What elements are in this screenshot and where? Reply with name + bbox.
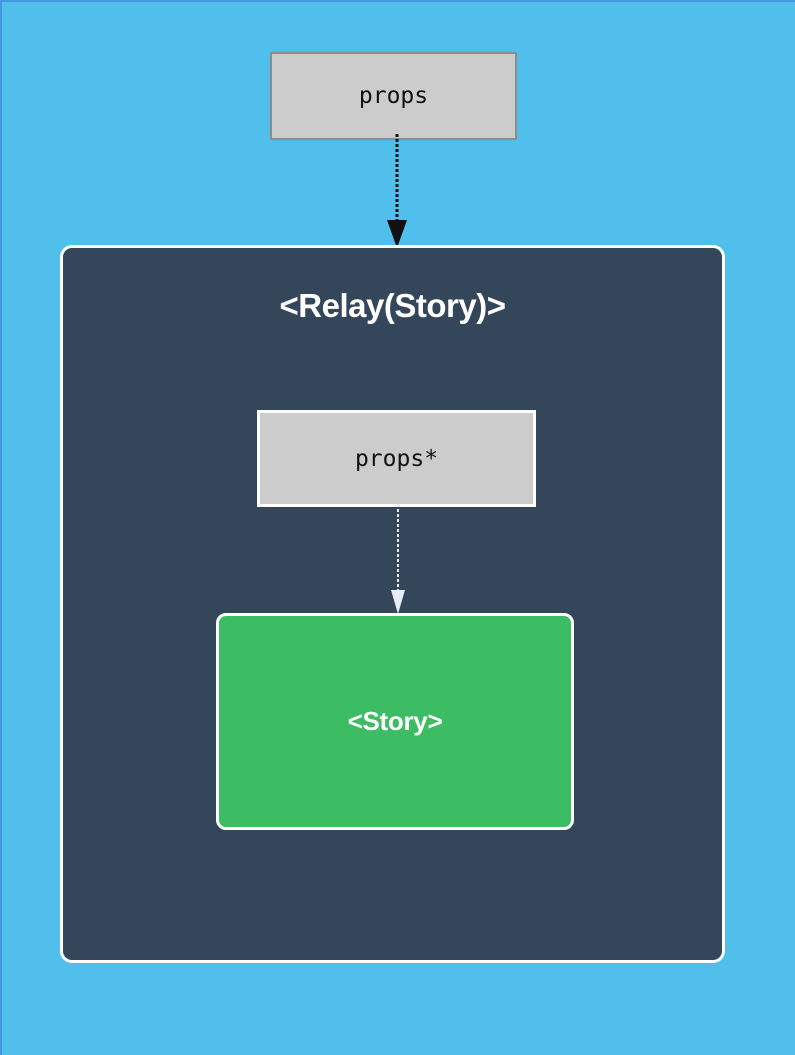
- relay-container-title: <Relay(Story)>: [279, 287, 506, 324]
- story-component-box: <Story>: [216, 613, 574, 830]
- story-component-label: <Story>: [347, 706, 443, 736]
- props-to-relay-arrow: [387, 134, 407, 248]
- inner-props-label: props*: [354, 445, 439, 472]
- arrow-head-icon: [387, 220, 407, 248]
- props-star-to-story-arrow: [391, 504, 405, 614]
- inner-props-box: props*: [257, 410, 536, 507]
- outer-props-box: props: [270, 52, 517, 140]
- outer-props-label: props: [358, 83, 429, 109]
- arrow-head-icon: [391, 590, 405, 614]
- relay-story-container: <Relay(Story)> props* <Story>: [60, 245, 725, 963]
